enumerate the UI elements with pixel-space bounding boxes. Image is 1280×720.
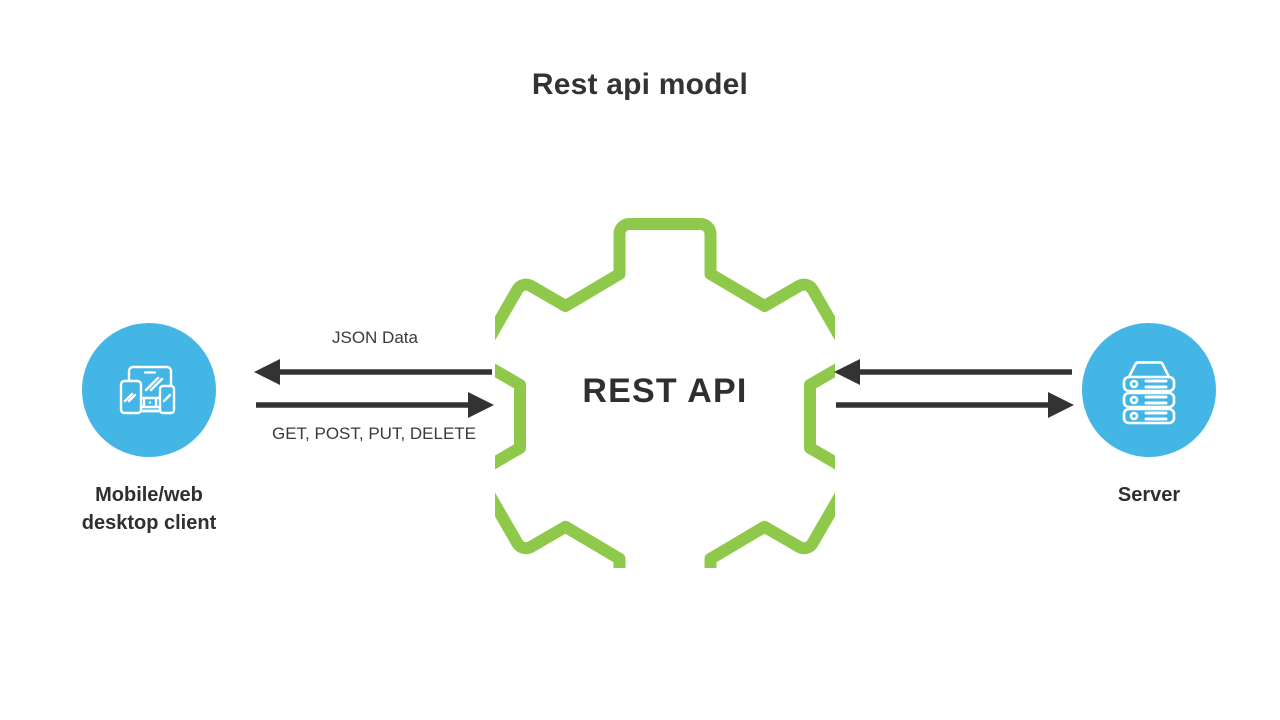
client-circle — [82, 323, 216, 457]
arrow-request-right — [256, 392, 494, 418]
server-circle — [1082, 323, 1216, 457]
api-label: REST API — [582, 372, 748, 410]
flow-api-server — [832, 322, 1076, 452]
arrow-request-right — [836, 392, 1074, 418]
node-server[interactable]: Server — [1059, 323, 1239, 509]
client-label-line2: desktop client — [81, 512, 217, 535]
page-title: Rest api model — [531, 68, 749, 101]
server-label: Server — [1117, 484, 1181, 506]
devices-icon — [119, 365, 176, 415]
client-label-line1: Mobile/web — [95, 484, 203, 506]
flow-label-http-verbs: GET, POST, PUT, DELETE — [271, 424, 477, 443]
flow-label-json-data: JSON Data — [332, 328, 418, 347]
server-rack-icon — [1122, 361, 1176, 425]
arrow-response-left — [834, 359, 1072, 385]
arrow-response-left — [254, 359, 492, 385]
flow-client-api: JSON Data GET, POST, PUT, DELETE — [252, 322, 496, 452]
client-label: Mobile/web desktop client — [59, 481, 239, 538]
node-client[interactable]: Mobile/web desktop client — [59, 323, 239, 538]
